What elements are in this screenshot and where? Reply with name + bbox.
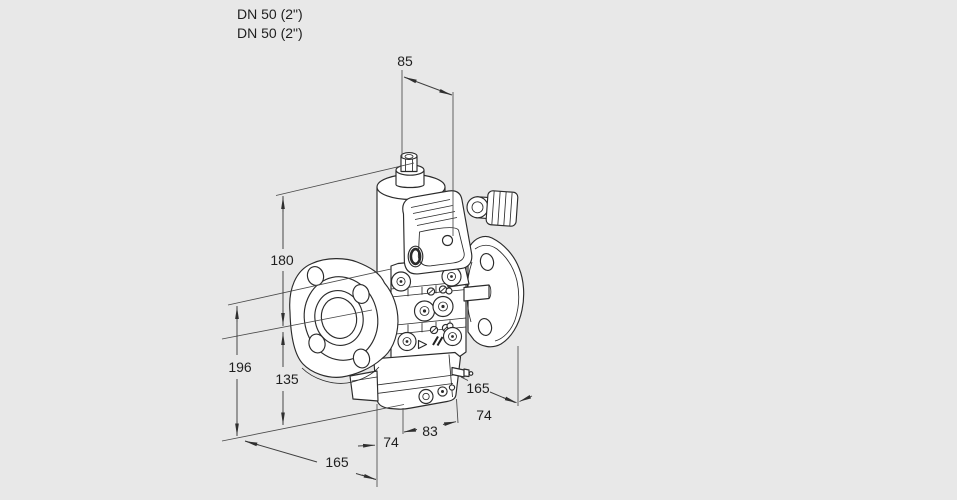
dim-85-label: 85 [397,53,413,69]
size-label-line1: DN 50 (2") [237,6,303,22]
dim-165-bottom-label: 165 [325,454,349,470]
dim-196-label: 196 [228,359,252,375]
flow-direction-arrow [417,339,428,350]
corner-studs [390,271,463,352]
test-nipple [451,366,474,378]
right-flange [449,235,525,348]
cable-gland [466,190,519,227]
pressure-regulator-block [373,351,474,410]
dim-180-label: 180 [270,252,294,268]
valve-drawing [289,152,525,410]
bolt-hole [308,333,326,354]
pipe-plug [463,284,490,302]
dimension-lines: 85 180 196 135 165 74 83 165 74 [221,53,533,487]
dim-83-label: 83 [422,423,438,439]
outlet-hub [349,370,379,402]
dim-135-label: 135 [275,371,299,387]
bolt-hole [352,348,371,369]
cover-screw [441,234,454,247]
manual-adjust-cap [400,152,418,173]
dim-74-right-label: 74 [476,407,492,423]
left-flange [289,258,399,384]
vent-fins [410,199,458,226]
seal-marking [432,335,444,347]
dim-74-bottom-label: 74 [383,434,399,450]
size-labels: DN 50 (2") DN 50 (2") [237,6,303,41]
connector-box [402,190,473,288]
bolt-hole [352,284,370,304]
size-label-line2: DN 50 (2") [237,25,303,41]
cable-entry-seal [407,245,424,268]
dim-165-right-label: 165 [466,380,490,396]
flange-centerline [221,309,373,340]
